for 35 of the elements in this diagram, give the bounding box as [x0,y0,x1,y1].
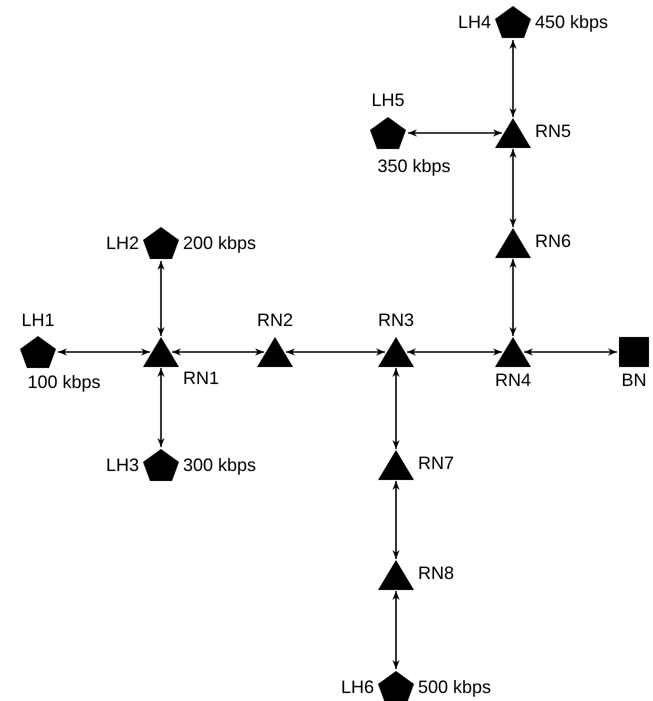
arrow [509,40,517,117]
node-label: RN6 [535,231,572,251]
arrow [58,348,150,356]
rate-label: 200 kbps [183,233,256,253]
node-label: LH6 [340,677,374,697]
rate-label: 350 kbps [377,156,451,176]
node-label: LH3 [106,455,139,475]
node-label: RN5 [535,121,572,141]
arrow [172,348,264,356]
node-label: RN3 [378,310,414,330]
node-label: LH4 [458,12,491,32]
node-label: RN7 [418,453,454,473]
node-label: LH1 [21,310,55,330]
node-label: RN2 [257,310,293,330]
arrow [524,348,617,356]
node-label: LH2 [106,233,139,253]
arrow [407,348,502,356]
rate-label: 100 kbps [27,372,101,392]
node-label: LH5 [371,90,405,110]
arrow [408,129,502,137]
arrow [509,149,517,227]
node-label: BN [622,370,646,390]
arrow [392,368,400,449]
rate-label: 300 kbps [183,455,256,475]
rate-label: 500 kbps [418,677,492,697]
arrow [392,591,400,669]
arrow [509,259,517,336]
node-label: RN1 [183,368,220,388]
arrow [286,348,385,356]
arrow [157,368,165,447]
rate-label: 450 kbps [535,12,608,32]
arrow [392,481,400,559]
node-label: RN4 [495,370,531,390]
node-label: RN8 [418,563,454,583]
arrow [157,261,165,336]
